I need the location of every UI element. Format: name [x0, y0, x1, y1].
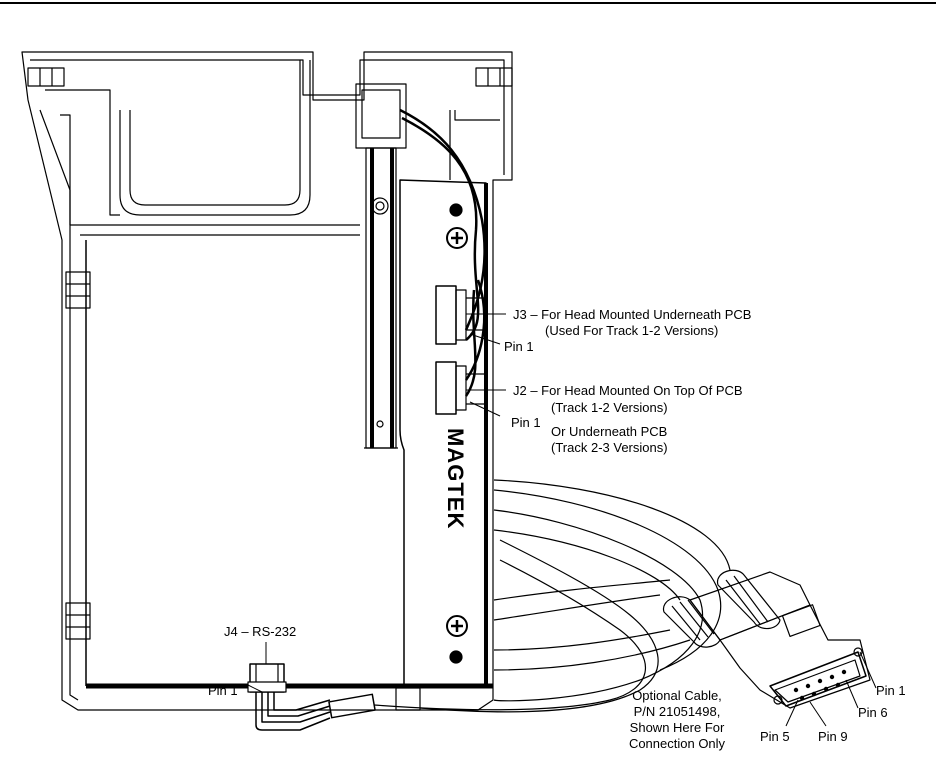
connector-icon — [435, 361, 487, 415]
screw-icon — [446, 615, 468, 637]
brand-logo: MAGTEK — [443, 428, 468, 529]
pcb — [399, 179, 488, 687]
j2-sublabel: (Track 1-2 Versions) — [551, 400, 668, 415]
db9-pin5-label: Pin 5 — [760, 729, 790, 744]
coiled-cable — [373, 479, 731, 713]
housing — [21, 51, 513, 711]
or-underneath-sublabel: (Track 2-3 Versions) — [551, 440, 668, 455]
cable-note-line1: Optional Cable, — [632, 688, 722, 703]
screw-icon — [446, 227, 468, 249]
connector-icon — [247, 663, 287, 693]
j3-label: J3 – For Head Mounted Underneath PCB — [513, 307, 752, 322]
db9-pin9-label: Pin 9 — [818, 729, 848, 744]
j2-pin1-label: Pin 1 — [511, 415, 541, 430]
db9-plug-icon — [662, 569, 871, 709]
cable-note-line2: P/N 21051498, — [633, 704, 721, 719]
db9-pin1-label: Pin 1 — [876, 683, 906, 698]
j4-pin1-label: Pin 1 — [208, 683, 238, 698]
j3-pin1-label: Pin 1 — [504, 339, 534, 354]
j3-sublabel: (Used For Track 1-2 Versions) — [545, 323, 719, 338]
head-cable — [399, 108, 486, 397]
mounting-hole-icon — [449, 650, 463, 664]
db9-pin6-label: Pin 6 — [858, 705, 888, 720]
leader-lines — [245, 313, 877, 727]
j4-label: J4 – RS-232 — [224, 624, 297, 639]
or-underneath-label: Or Underneath PCB — [551, 424, 668, 439]
j2-label: J2 – For Head Mounted On Top Of PCB — [513, 383, 743, 398]
j4-cable — [255, 692, 376, 731]
head-rail — [355, 83, 407, 449]
cable-note-line3: Shown Here For — [629, 720, 725, 735]
mounting-hole-icon — [449, 203, 463, 217]
cable-note-line4: Connection Only — [628, 736, 726, 751]
